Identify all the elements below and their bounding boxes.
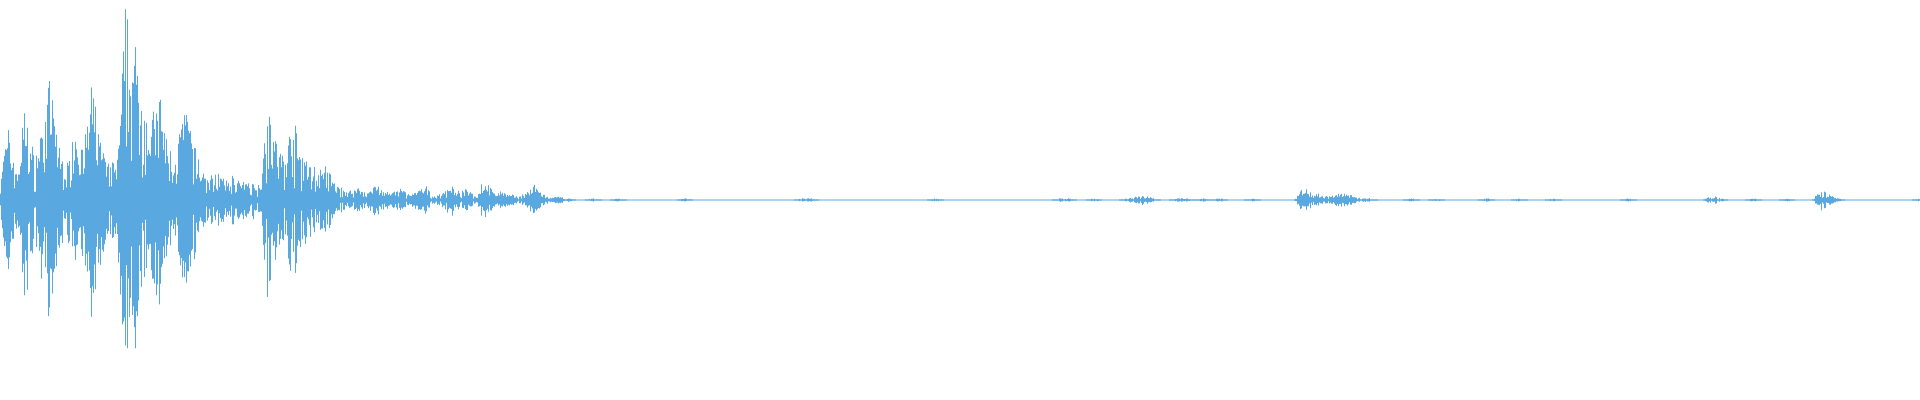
waveform-bars — [0, 9, 1920, 349]
